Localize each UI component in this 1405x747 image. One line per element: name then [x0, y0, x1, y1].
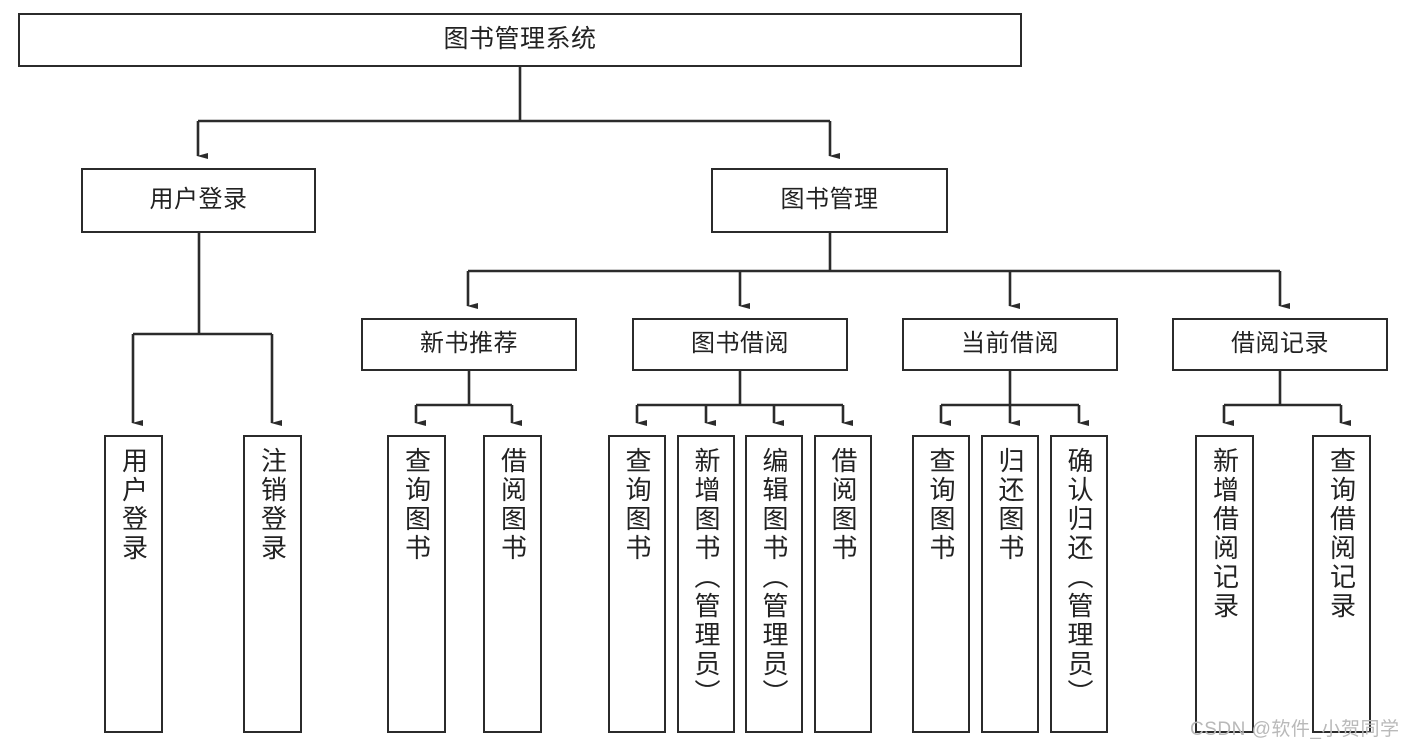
- leaf-current-confirm-return-admin[interactable]: 确认归还（管理员）: [1050, 435, 1108, 733]
- node-label: 查询借阅记录: [1326, 447, 1357, 621]
- node-label: 新增图书（管理员）: [691, 447, 721, 708]
- leaf-record-query-record[interactable]: 查询借阅记录: [1312, 435, 1371, 733]
- node-label: 查询图书: [926, 447, 956, 563]
- node-book-management[interactable]: 图书管理: [711, 168, 948, 233]
- node-label: 注销登录: [257, 447, 288, 563]
- node-label: 查询图书: [401, 447, 432, 563]
- leaf-user-login-logout[interactable]: 注销登录: [243, 435, 302, 733]
- node-label: 查询图书: [622, 447, 652, 563]
- node-label: 图书管理: [780, 186, 879, 214]
- node-label: 图书管理系统: [443, 25, 597, 54]
- node-label: 当前借阅: [961, 330, 1059, 358]
- leaf-current-query-book[interactable]: 查询图书: [912, 435, 970, 733]
- node-label: 借阅记录: [1231, 330, 1329, 358]
- leaf-borrow-borrow-book[interactable]: 借阅图书: [814, 435, 872, 733]
- node-root-system[interactable]: 图书管理系统: [18, 13, 1022, 67]
- leaf-recommend-borrow-book[interactable]: 借阅图书: [483, 435, 542, 733]
- node-user-login[interactable]: 用户登录: [81, 168, 316, 233]
- node-label: 归还图书: [995, 447, 1025, 563]
- node-label: 借阅图书: [497, 447, 528, 563]
- leaf-borrow-query-book[interactable]: 查询图书: [608, 435, 666, 733]
- node-book-borrow[interactable]: 图书借阅: [632, 318, 848, 371]
- leaf-record-add-record[interactable]: 新增借阅记录: [1195, 435, 1254, 733]
- node-label: 编辑图书（管理员）: [759, 447, 789, 708]
- node-label: 确认归还（管理员）: [1064, 447, 1094, 708]
- leaf-borrow-edit-book-admin[interactable]: 编辑图书（管理员）: [745, 435, 803, 733]
- node-label: 用户登录: [118, 447, 149, 563]
- node-label: 用户登录: [149, 186, 248, 214]
- leaf-borrow-add-book-admin[interactable]: 新增图书（管理员）: [677, 435, 735, 733]
- leaf-user-login-login[interactable]: 用户登录: [104, 435, 163, 733]
- watermark: CSDN @软件_小贺同学: [1190, 719, 1400, 740]
- leaf-current-return-book[interactable]: 归还图书: [981, 435, 1039, 733]
- node-label: 借阅图书: [828, 447, 858, 563]
- node-label: 新增借阅记录: [1209, 447, 1240, 621]
- node-label: 图书借阅: [691, 330, 789, 358]
- node-current-borrow[interactable]: 当前借阅: [902, 318, 1118, 371]
- node-new-book-recommend[interactable]: 新书推荐: [361, 318, 577, 371]
- node-label: 新书推荐: [420, 330, 518, 358]
- node-borrow-record[interactable]: 借阅记录: [1172, 318, 1388, 371]
- leaf-recommend-query-book[interactable]: 查询图书: [387, 435, 446, 733]
